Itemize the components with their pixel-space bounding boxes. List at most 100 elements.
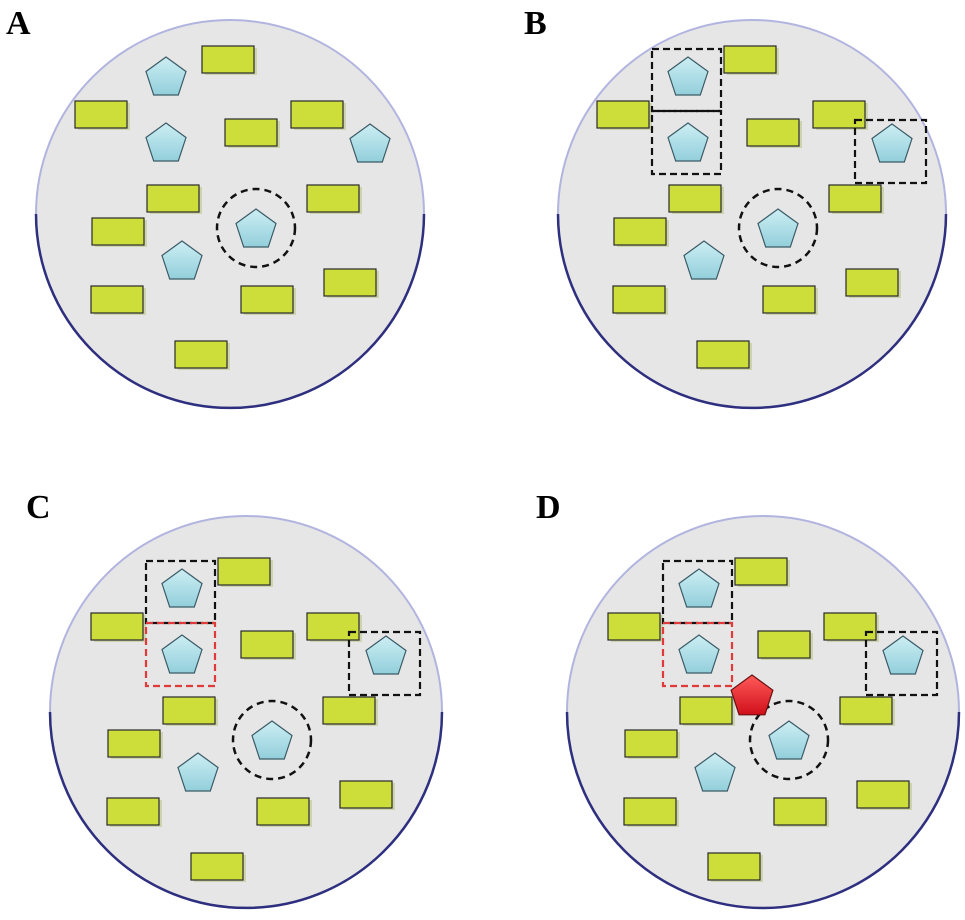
panel-c: C — [26, 489, 444, 910]
rectangle-icon — [91, 217, 147, 247]
red-dashed-square-icon — [144, 621, 217, 688]
rectangle-icon — [107, 729, 163, 759]
rectangle-shape — [596, 100, 650, 129]
rectangle-shape — [623, 797, 677, 826]
pentagon-icon — [145, 56, 187, 96]
rectangle-icon — [823, 612, 879, 642]
rectangle-icon — [596, 100, 652, 130]
rectangle-shape — [90, 285, 144, 314]
rectangle-shape — [240, 630, 294, 659]
rectangle-shape — [612, 285, 666, 314]
dashed-square-icon — [853, 118, 928, 185]
pentagon-icon — [694, 752, 736, 792]
rectangle-icon — [762, 285, 818, 315]
rectangle-icon — [623, 797, 679, 827]
pentagon-icon — [145, 122, 187, 162]
rectangle-icon — [217, 557, 273, 587]
disc-a — [34, 19, 426, 410]
rectangle-shape — [240, 285, 294, 314]
rectangle-icon — [224, 118, 280, 148]
rectangle-shape — [91, 217, 145, 246]
dashed-circle-icon — [748, 699, 830, 781]
rectangle-icon — [90, 612, 146, 642]
rectangle-icon — [668, 184, 724, 214]
rectangle-shape — [679, 696, 733, 725]
rectangle-icon — [90, 285, 146, 315]
rectangle-shape — [845, 268, 899, 297]
rectangle-icon — [613, 217, 669, 247]
rectangle-icon — [306, 184, 362, 214]
rectangle-shape — [734, 557, 788, 586]
rectangle-shape — [107, 729, 161, 758]
dashed-square-icon — [864, 630, 939, 697]
panel-label-c: C — [26, 489, 51, 526]
pentagon-icon — [678, 568, 720, 608]
panel-label-d: D — [536, 489, 561, 526]
disc-d — [565, 515, 961, 910]
rectangle-icon — [162, 696, 218, 726]
pentagon-icon — [161, 240, 203, 280]
rectangle-icon — [679, 696, 735, 726]
panel-label-b: B — [524, 5, 547, 42]
pentagon-icon — [667, 122, 709, 162]
rectangle-icon — [106, 797, 162, 827]
rectangle-shape — [256, 797, 310, 826]
disc-rim-lower — [565, 711, 961, 910]
rectangle-shape — [707, 852, 761, 881]
rectangle-shape — [839, 696, 893, 725]
rectangle-icon — [339, 780, 395, 810]
center-pentagon-icon — [251, 720, 293, 760]
rectangle-shape — [723, 45, 777, 74]
pentagon-icon — [882, 635, 924, 675]
rectangle-icon — [845, 268, 901, 298]
rectangle-icon — [734, 557, 790, 587]
pentagon-icon — [871, 123, 913, 163]
rectangle-icon — [612, 285, 668, 315]
rectangle-icon — [306, 612, 362, 642]
pentagon-icon — [161, 568, 203, 608]
rectangle-shape — [696, 340, 750, 369]
rectangle-shape — [607, 612, 661, 641]
center-pentagon-icon — [768, 720, 810, 760]
rectangle-shape — [306, 612, 360, 641]
disc-c — [48, 515, 444, 910]
rectangle-icon — [256, 797, 312, 827]
rectangle-shape — [74, 100, 128, 129]
rectangle-shape — [339, 780, 393, 809]
dashed-square-icon — [650, 109, 723, 176]
rectangle-icon — [323, 268, 379, 298]
rectangle-shape — [668, 184, 722, 213]
center-pentagon-icon — [757, 208, 799, 248]
pentagon-icon — [177, 752, 219, 792]
pentagon-icon — [161, 634, 203, 674]
rectangle-icon — [773, 797, 829, 827]
rectangle-shape — [306, 184, 360, 213]
pentagon-icon — [365, 635, 407, 675]
rectangle-shape — [812, 100, 866, 129]
rectangle-icon — [240, 630, 296, 660]
panel-label-a: A — [6, 5, 31, 42]
rectangle-icon — [322, 696, 378, 726]
panel-d: D — [536, 489, 961, 910]
rectangle-shape — [201, 45, 255, 74]
red-pentagon-icon — [730, 674, 774, 716]
rectangle-icon — [240, 285, 296, 315]
rectangle-shape — [322, 696, 376, 725]
rectangle-icon — [856, 780, 912, 810]
panel-a: A — [6, 5, 426, 410]
rectangle-icon — [174, 340, 230, 370]
rectangle-icon — [201, 45, 257, 75]
rectangle-shape — [290, 100, 344, 129]
rectangle-shape — [773, 797, 827, 826]
rectangle-shape — [224, 118, 278, 147]
rectangle-shape — [856, 780, 910, 809]
rectangle-icon — [839, 696, 895, 726]
rectangle-icon — [74, 100, 130, 130]
rectangle-icon — [624, 729, 680, 759]
disc-b — [556, 19, 948, 410]
rectangle-icon — [290, 100, 346, 130]
rectangle-icon — [746, 118, 802, 148]
dashed-circle-icon — [231, 699, 313, 781]
rectangle-icon — [757, 630, 813, 660]
